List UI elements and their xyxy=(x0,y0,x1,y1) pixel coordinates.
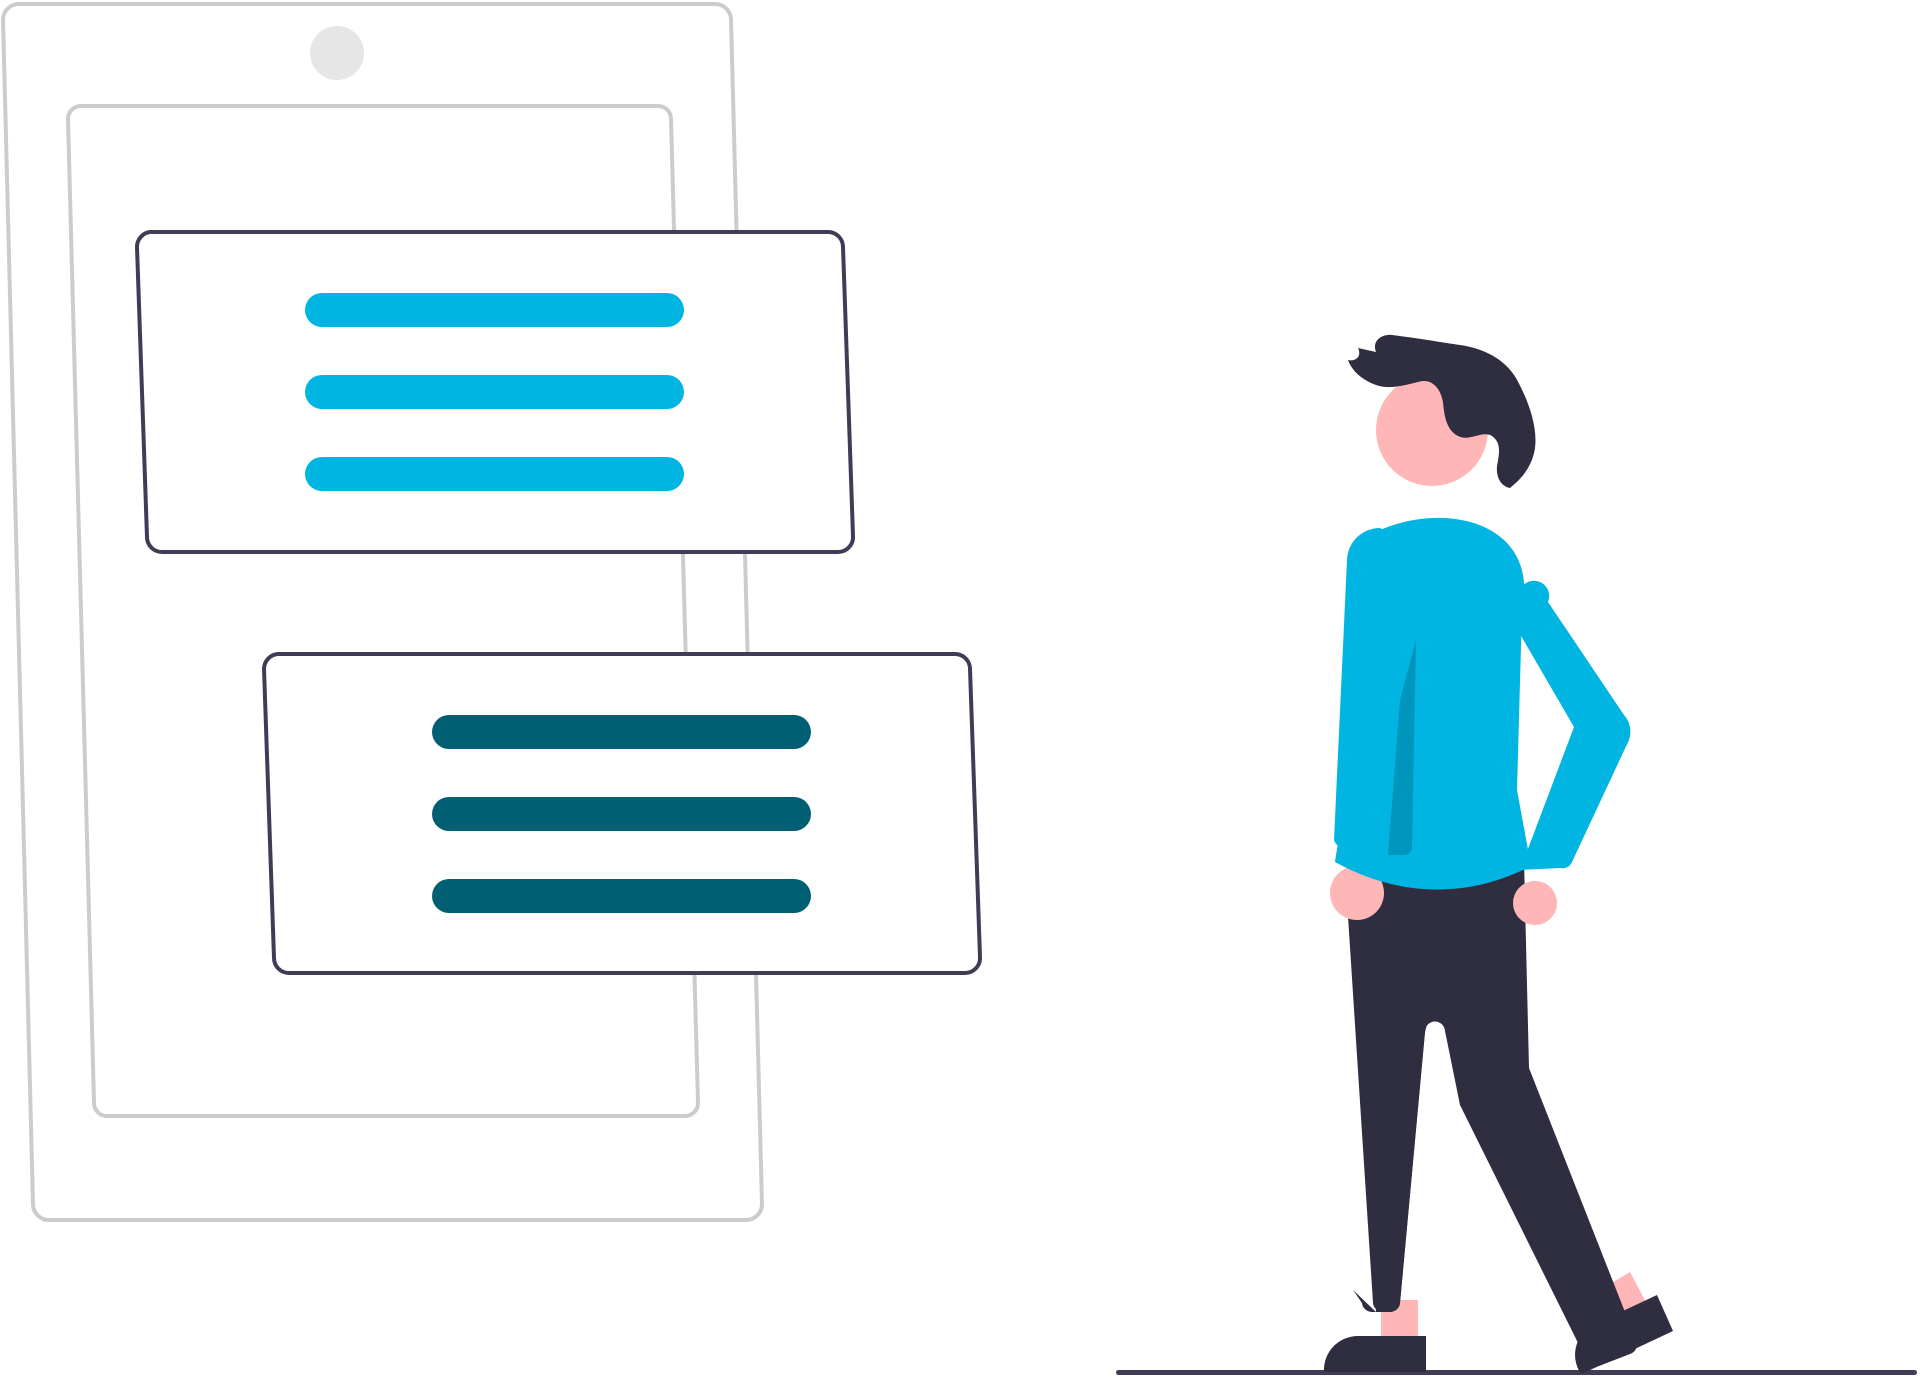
lower-card xyxy=(261,652,983,976)
left-arm-shadow xyxy=(1388,640,1416,856)
upper-card-line-2 xyxy=(305,375,684,409)
upper-card-line-1 xyxy=(305,293,684,327)
left-shoe xyxy=(1323,1336,1426,1372)
left-arm xyxy=(1334,527,1401,848)
hair xyxy=(1348,334,1536,488)
ground-line xyxy=(1116,1370,1917,1375)
phone-outer-outline xyxy=(0,2,765,1223)
right-hand xyxy=(1513,881,1557,925)
lower-card-line-1 xyxy=(432,715,811,749)
upper-card-line-3 xyxy=(305,457,684,491)
right-arm xyxy=(1506,580,1631,870)
trousers-left-leg xyxy=(1345,868,1470,1313)
person-figure xyxy=(1323,334,1673,1374)
lower-card-line-2 xyxy=(432,797,811,831)
left-hand xyxy=(1330,866,1384,920)
upper-card xyxy=(134,230,856,555)
phone-frame xyxy=(0,2,765,1223)
camera-icon xyxy=(310,26,364,80)
lower-card-line-3 xyxy=(432,879,811,913)
phone-screen-outline xyxy=(65,103,701,1119)
